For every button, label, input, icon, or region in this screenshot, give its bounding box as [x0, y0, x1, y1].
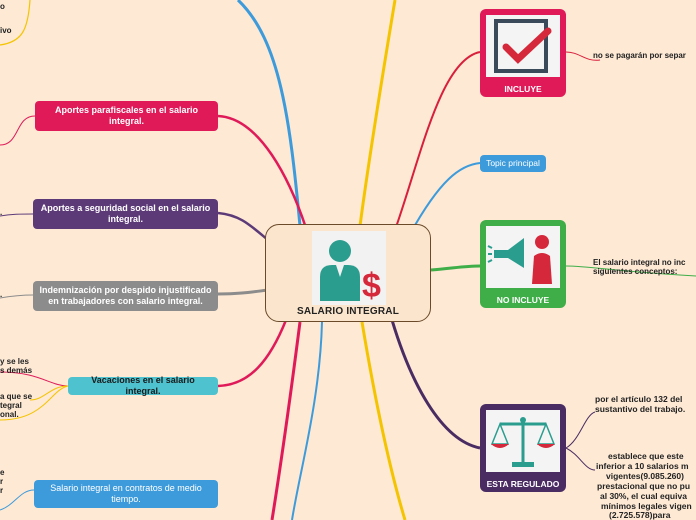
card-incluye[interactable]: INCLUYE — [480, 9, 566, 97]
left-fragment: y se les — [0, 357, 29, 366]
node-indemnizacion[interactable]: Indemnización por despido injustificado … — [33, 281, 218, 311]
card-label: ESTA REGULADO — [486, 479, 560, 489]
central-topic-label: SALARIO INTEGRAL — [296, 306, 400, 317]
regulado-text-2: vigentes(9.085.260) — [606, 471, 684, 481]
node-aportes-parafiscales[interactable]: Aportes parafiscales en el salario integ… — [35, 101, 218, 131]
megaphone-person-icon — [486, 226, 560, 288]
card-no-incluye[interactable]: NO INCLUYE — [480, 220, 566, 308]
left-fragment: . — [0, 208, 3, 217]
node-topic-principal[interactable]: Topic principal — [480, 155, 546, 172]
card-label: NO INCLUYE — [496, 295, 550, 305]
incluye-detail: no se pagarán por separ — [593, 51, 686, 60]
node-vacaciones[interactable]: Vacaciones en el salario integral. — [68, 375, 218, 396]
node-label: Topic principal — [486, 158, 540, 168]
no-incluye-detail-1: El salario integral no inc — [593, 258, 686, 267]
businessman-dollar-icon: $ — [312, 231, 386, 305]
left-fragment: onal. — [0, 410, 19, 419]
svg-text:$: $ — [362, 267, 381, 305]
regulado-text-2: inferior a 10 salarios m — [596, 461, 689, 471]
regulado-text-2: prestacional que no pu — [597, 481, 691, 491]
left-fragment: s demás — [0, 366, 33, 375]
left-fragment: a que se — [0, 392, 33, 401]
checkbox-icon — [486, 15, 560, 77]
left-fragment: tegral — [0, 401, 22, 410]
card-label: INCLUYE — [504, 84, 542, 94]
left-fragment: e — [0, 468, 5, 477]
node-label: Vacaciones en el salario integral. — [91, 375, 195, 396]
left-fragment: r — [0, 477, 4, 486]
left-fragment: o — [0, 2, 5, 11]
regulado-text-1a: por el artículo 132 del — [595, 394, 683, 404]
node-label: Indemnización por despido injustificado … — [39, 285, 212, 306]
node-contratos-medio-tiempo[interactable]: Salario integral en contratos de medio t… — [34, 480, 218, 508]
node-aportes-seguridad[interactable]: Aportes a seguridad social en el salario… — [33, 199, 218, 229]
node-label: Salario integral en contratos de medio t… — [50, 483, 202, 504]
left-fragment: . — [0, 290, 3, 299]
scales-icon — [486, 410, 560, 472]
regulado-text-1b: sustantivo del trabajo. — [595, 404, 686, 414]
central-topic[interactable]: $ SALARIO INTEGRAL — [265, 224, 431, 322]
card-esta-regulado[interactable]: ESTA REGULADO — [480, 404, 566, 492]
node-label: Aportes parafiscales en el salario integ… — [54, 105, 199, 126]
left-fragment: ivo — [0, 26, 12, 35]
regulado-text-2: establece que este — [608, 451, 684, 461]
regulado-text-2: mínimos legales vigen — [601, 501, 692, 511]
left-fragment: r — [0, 486, 4, 495]
node-label: Aportes a seguridad social en el salario… — [40, 203, 211, 224]
regulado-text-2: al 30%, el cual equiva — [600, 491, 687, 501]
no-incluye-detail-2: siguientes conceptos: — [593, 267, 678, 276]
regulado-text-2: (2.725.578)para — [609, 510, 671, 520]
